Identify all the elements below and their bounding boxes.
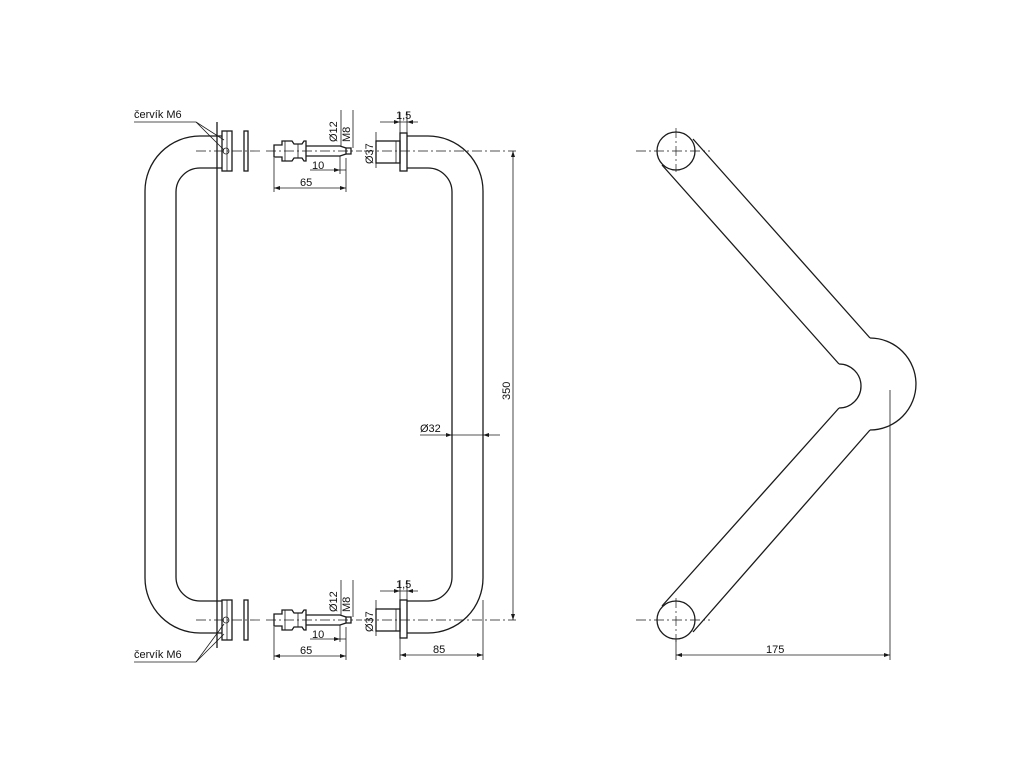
bolt-length-top: 65: [300, 177, 312, 189]
rosette-dimensions-bottom: 1,5 Ø37: [364, 579, 418, 636]
bolt-diameter-bottom: Ø12: [328, 591, 340, 612]
side-view-handle: [636, 128, 917, 642]
handle-inner-contour: [175, 167, 222, 602]
tube-diameter-value: Ø32: [420, 423, 441, 435]
tube-diameter-dimension: Ø32: [420, 423, 500, 437]
centers-dimension: 350: [501, 151, 515, 620]
bolt-tip-bottom: 10: [312, 629, 324, 641]
washer-bottom: [243, 599, 249, 641]
front-view-handle: [144, 122, 262, 648]
rosette-thickness-top: 1,5: [396, 110, 411, 122]
bolt-tip-top: 10: [312, 160, 324, 172]
thread-bottom: M8: [341, 597, 353, 612]
rosette-diameter-bottom: Ø37: [364, 611, 376, 632]
bolt-length-bottom: 65: [300, 645, 312, 657]
bolt-diameter-top: Ø12: [328, 121, 340, 142]
set-screw-label-bottom: červík M6: [134, 649, 182, 661]
side-projection-value: 175: [766, 644, 784, 656]
mounting-bolt-top: [266, 140, 362, 162]
washer-top: [243, 130, 249, 172]
handle-outer-contour: [144, 135, 222, 634]
set-screw-label-top: červík M6: [134, 109, 182, 121]
rosette-thickness-bottom: 1,5: [396, 579, 411, 591]
bolt-dimensions-top: 65 10 Ø12 M8: [273, 110, 354, 192]
bolt-dimensions-bottom: 65 10 Ø12 M8: [273, 580, 354, 660]
set-screw-callouts: červík M6 červík M6: [134, 109, 225, 663]
centers-value: 350: [501, 382, 513, 400]
thread-top: M8: [341, 127, 353, 142]
projection-value: 85: [433, 644, 445, 656]
rosette-diameter-top: Ø37: [364, 143, 376, 164]
side-projection-dimension: 175: [675, 390, 891, 660]
front-view-handle-right: [364, 132, 516, 639]
projection-dimension: 85: [399, 600, 484, 660]
mounting-bolt-bottom: [266, 609, 362, 631]
rosette-dimensions-top: 1,5 Ø37: [364, 110, 418, 168]
